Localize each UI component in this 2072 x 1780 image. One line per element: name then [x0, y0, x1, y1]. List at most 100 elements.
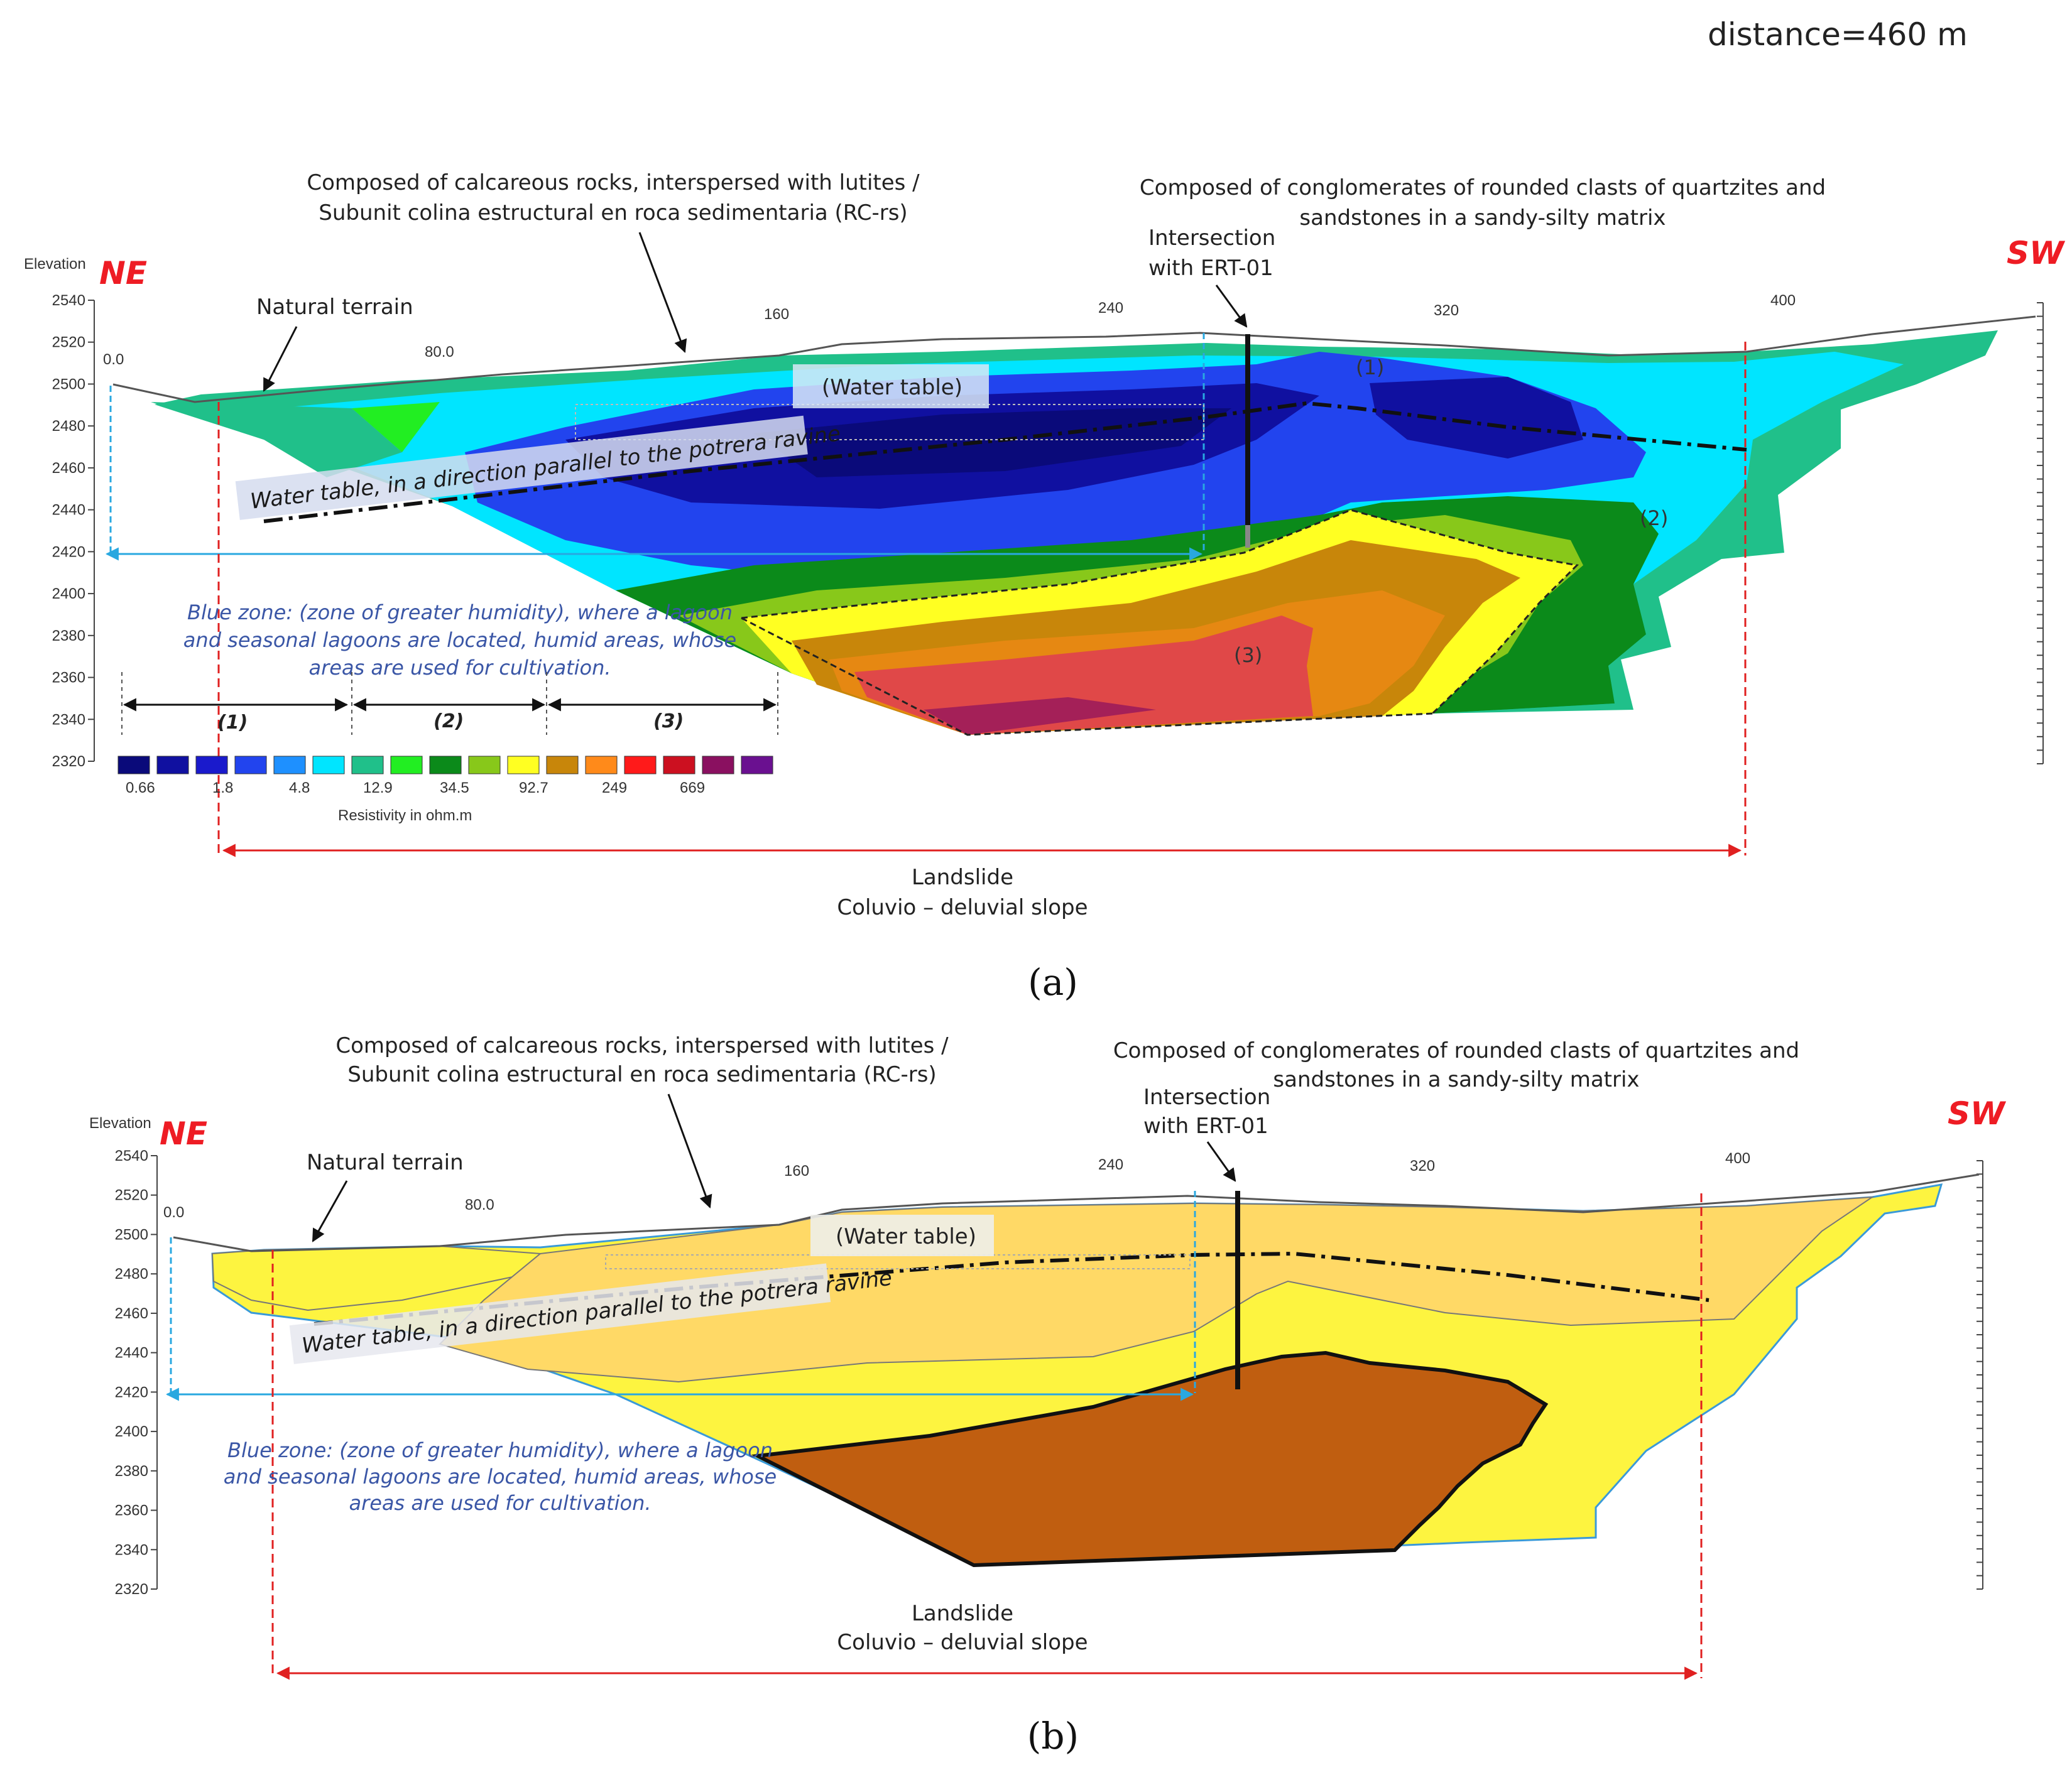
landslide-label: Landslide — [912, 1601, 1013, 1626]
layer-purple — [924, 697, 1156, 735]
distance-tick: 320 — [1434, 302, 1459, 319]
legend-swatch — [546, 756, 579, 774]
distance-tick: 160 — [784, 1163, 809, 1180]
elevation-tick-label: 2460 — [52, 460, 85, 477]
distance-tick: 80.0 — [425, 344, 454, 361]
legend-value: 4.8 — [289, 779, 310, 796]
legend-value: 12.9 — [363, 779, 393, 796]
calcareous-note-line1: Composed of calcareous rocks, interspers… — [335, 1033, 949, 1058]
landslide-sublabel: Coluvio – deluvial slope — [837, 895, 1088, 920]
distance-tick: 0.0 — [163, 1204, 184, 1221]
water-table-box-label: (Water table) — [836, 1224, 976, 1249]
elevation-tick-label: 2340 — [115, 1541, 148, 1558]
intersection-note-line1: Intersection — [1148, 225, 1275, 251]
segment-label-3: (3) — [653, 710, 684, 732]
elevation-tick-label: 2520 — [52, 334, 85, 351]
distance-tick: 400 — [1725, 1150, 1750, 1167]
layer-darkest-blue — [754, 408, 1231, 477]
direction-sw: SW — [2007, 235, 2066, 271]
intersection-arrow — [1215, 285, 1248, 328]
elevation-tick-label: 2320 — [115, 1581, 148, 1598]
blue-zone-note-line1: Blue zone: (zone of greater humidity), w… — [187, 600, 733, 624]
elevation-tick-label: 2500 — [115, 1226, 148, 1243]
legend-swatch — [117, 756, 150, 774]
elevation-tick-label: 2440 — [115, 1345, 148, 1362]
elevation-tick-label: 2320 — [52, 753, 85, 770]
legend-value: 669 — [680, 779, 705, 796]
elevation-tick-label: 2380 — [52, 627, 85, 644]
distance-tick: 160 — [764, 306, 789, 323]
blue-zone-note-line2: and seasonal lagoons are located, humid … — [224, 1465, 777, 1489]
zone-label-3: (3) — [1234, 643, 1262, 667]
calcareous-note-line1: Composed of calcareous rocks, interspers… — [307, 170, 920, 195]
distance-tick: 400 — [1770, 292, 1796, 309]
layer-deep-blue-right — [1370, 377, 1583, 459]
distance-tick: 0.0 — [103, 351, 124, 368]
intersection-arrow — [1206, 1141, 1236, 1182]
natural-terrain-label: Natural terrain — [307, 1150, 464, 1175]
elevation-tick-label: 2520 — [115, 1187, 148, 1204]
elevation-tick-label: 2440 — [52, 502, 85, 519]
legend-value: 0.66 — [126, 779, 155, 796]
elevation-tick-label: 2480 — [115, 1266, 148, 1283]
boundary-dashed — [741, 509, 1579, 715]
brown-unit — [751, 1350, 1549, 1568]
water-table-line — [263, 401, 1747, 523]
elevation-tick-label: 2540 — [52, 292, 85, 309]
blue-zone-note-line3: areas are used for cultivation. — [308, 656, 611, 680]
layer-bright-green — [352, 402, 440, 452]
intersection-note-line1: Intersection — [1143, 1085, 1270, 1110]
legend-swatch — [351, 756, 384, 774]
calcareous-note-line2: Subunit colina estructural en roca sedim… — [319, 200, 907, 225]
blue-zone-note-line3: areas are used for cultivation. — [349, 1491, 651, 1515]
terrain-line — [173, 1173, 1980, 1252]
intersection-note-line2: with ERT-01 — [1143, 1114, 1268, 1139]
elevation-tick-label: 2360 — [52, 670, 85, 686]
elevation-tick-label: 2420 — [115, 1384, 148, 1401]
elevation-ticks: 2540252025002480246024402420240023802360… — [52, 292, 94, 770]
legend-swatch — [156, 756, 189, 774]
calcareous-arrow — [667, 1094, 712, 1208]
legend-swatch — [702, 756, 734, 774]
elevation-tick-label: 2500 — [52, 376, 85, 393]
legend-swatch — [429, 756, 462, 774]
elevation-tick-label: 2420 — [52, 543, 85, 560]
zone-label-2: (2) — [1640, 506, 1668, 530]
elevation-tick-label: 2360 — [115, 1502, 148, 1519]
blue-zone-note-line1: Blue zone: (zone of greater humidity), w… — [227, 1438, 773, 1462]
blue-zone-note-line2: and seasonal lagoons are located, humid … — [183, 628, 736, 652]
distance-tick: 80.0 — [465, 1197, 494, 1213]
elevation-tick-label: 2400 — [52, 585, 85, 602]
distance-tick: 240 — [1098, 300, 1123, 317]
legend-swatch — [273, 756, 306, 774]
segment-label-2: (2) — [433, 710, 464, 732]
legend-swatch — [585, 756, 618, 774]
legend-swatch — [663, 756, 695, 774]
water-table-box — [810, 1215, 994, 1256]
legend-value: 92.7 — [519, 779, 548, 796]
elevation-tick-label: 2540 — [115, 1148, 148, 1164]
landslide-label: Landslide — [912, 865, 1013, 890]
conglomerates-note-line2: sandstones in a sandy-silty matrix — [1299, 205, 1666, 231]
elevation-tick-label: 2380 — [115, 1463, 148, 1480]
natural-terrain-arrow — [312, 1180, 348, 1242]
right-axis-ticks — [2037, 302, 2043, 764]
elevation-ticks: 2540252025002480246024402420240023802360… — [115, 1148, 157, 1598]
legend-swatch — [741, 756, 773, 774]
elevation-tick-label: 2340 — [52, 711, 85, 728]
direction-ne: NE — [160, 1115, 207, 1152]
legend-title: Resistivity in ohm.m — [338, 807, 472, 824]
legend-value: 1.8 — [212, 779, 233, 796]
terrain-line — [112, 315, 2036, 403]
caption-a: (a) — [1028, 961, 1078, 1004]
distance-tick: 320 — [1410, 1158, 1435, 1175]
segment-label-1: (1) — [217, 712, 248, 734]
elevation-tick-label: 2400 — [115, 1423, 148, 1440]
resistivity-section: (1) (2) (3) — [151, 330, 1998, 736]
natural-terrain-arrow — [263, 326, 298, 392]
direction-ne: NE — [99, 255, 147, 291]
water-table-direction-box — [289, 1263, 831, 1364]
conglomerates-note-line2: sandstones in a sandy-silty matrix — [1273, 1067, 1639, 1092]
zone-label-1: (1) — [1356, 355, 1384, 379]
